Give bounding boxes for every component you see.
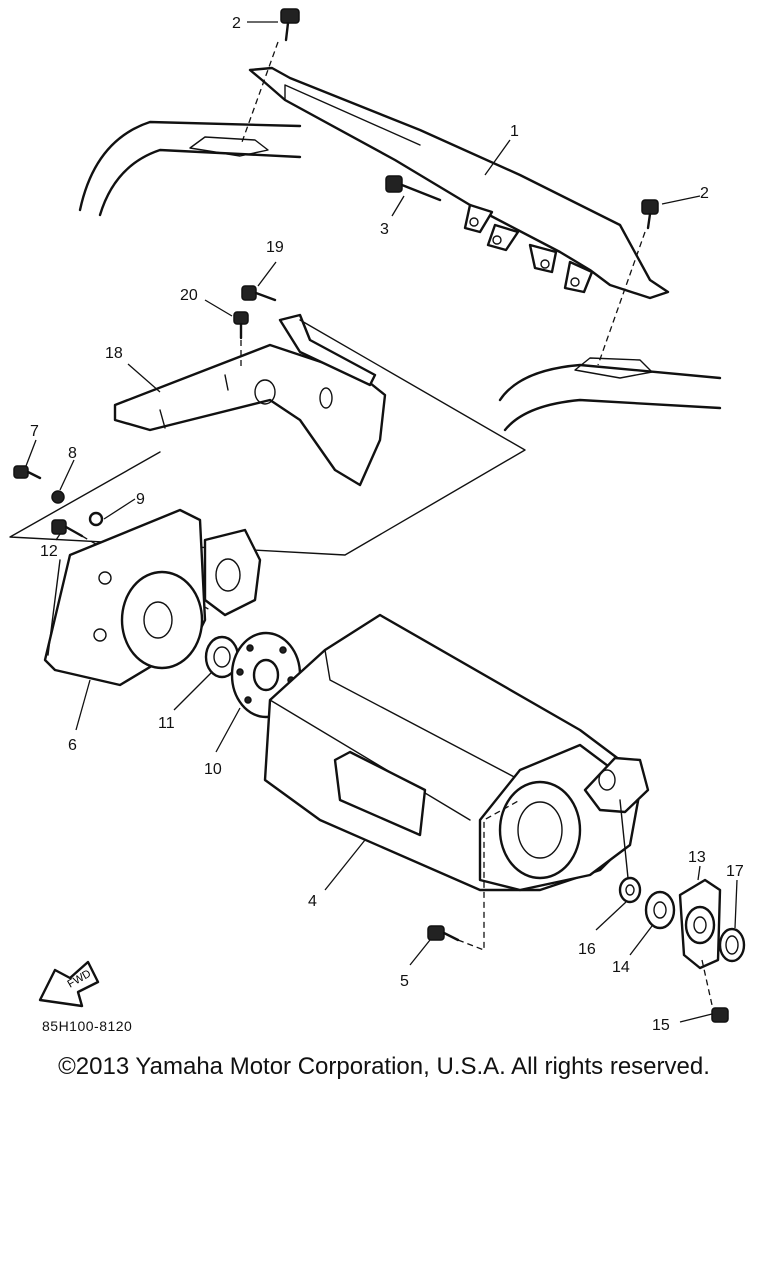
callout-10: 10 xyxy=(204,761,222,778)
part-19-bolt xyxy=(241,285,277,302)
callout-6: 6 xyxy=(68,737,77,754)
callout-14: 14 xyxy=(612,959,630,976)
callout-leaders xyxy=(25,21,738,1023)
part-2-bolt-right xyxy=(597,199,659,366)
callout-7: 7 xyxy=(30,423,39,440)
part-17-seal xyxy=(718,927,746,963)
part-8-nut xyxy=(51,490,65,504)
part-9-washer xyxy=(88,511,104,527)
callout-18: 18 xyxy=(105,345,123,362)
frame-rail-upper xyxy=(78,120,722,432)
callout-9: 9 xyxy=(136,491,145,508)
callout-1: 1 xyxy=(510,123,519,140)
callout-19: 19 xyxy=(266,239,284,256)
callout-11: 11 xyxy=(158,715,175,732)
part-4-chaincase xyxy=(263,613,650,892)
callout-3: 3 xyxy=(380,221,389,238)
callout-2-top: 2 xyxy=(232,15,241,32)
callout-12: 12 xyxy=(40,543,58,560)
callout-8: 8 xyxy=(68,445,77,462)
part-20-bolt xyxy=(233,311,249,370)
part-13-bearing-flange xyxy=(678,878,722,970)
exploded-parts-diagram: FWD 2 1 2 3 19 20 18 7 8 9 12 xyxy=(9,8,746,1030)
forward-arrow: FWD xyxy=(38,960,100,1008)
callout-13: 13 xyxy=(688,849,706,866)
callout-15: 15 xyxy=(652,1017,670,1030)
assembly-guide-lines xyxy=(9,319,526,556)
part-18-bracket xyxy=(113,313,387,487)
callout-16: 16 xyxy=(578,941,596,958)
part-14-bearing xyxy=(644,890,676,930)
part-15-bolt xyxy=(701,959,729,1023)
part-3-bolt xyxy=(385,175,442,202)
diagram-code: 85H100-8120 xyxy=(42,1018,133,1034)
part-1-cross-member xyxy=(248,66,670,300)
callout-17: 17 xyxy=(726,863,744,880)
part-7-bolt xyxy=(13,465,42,480)
copyright-notice: ©2013 Yamaha Motor Corporation, U.S.A. A… xyxy=(58,1053,710,1080)
callout-20: 20 xyxy=(180,287,198,304)
callout-4: 4 xyxy=(308,893,317,910)
part-16-washer xyxy=(618,799,642,904)
callout-labels: 2 1 2 3 19 20 18 7 8 9 12 6 11 10 4 5 16… xyxy=(30,15,744,1030)
part-6-side-plate xyxy=(43,508,262,687)
callout-2-right: 2 xyxy=(700,185,709,202)
callout-5: 5 xyxy=(400,973,409,990)
part-2-bolt-top xyxy=(241,8,300,143)
part-5-bolt xyxy=(427,799,521,951)
